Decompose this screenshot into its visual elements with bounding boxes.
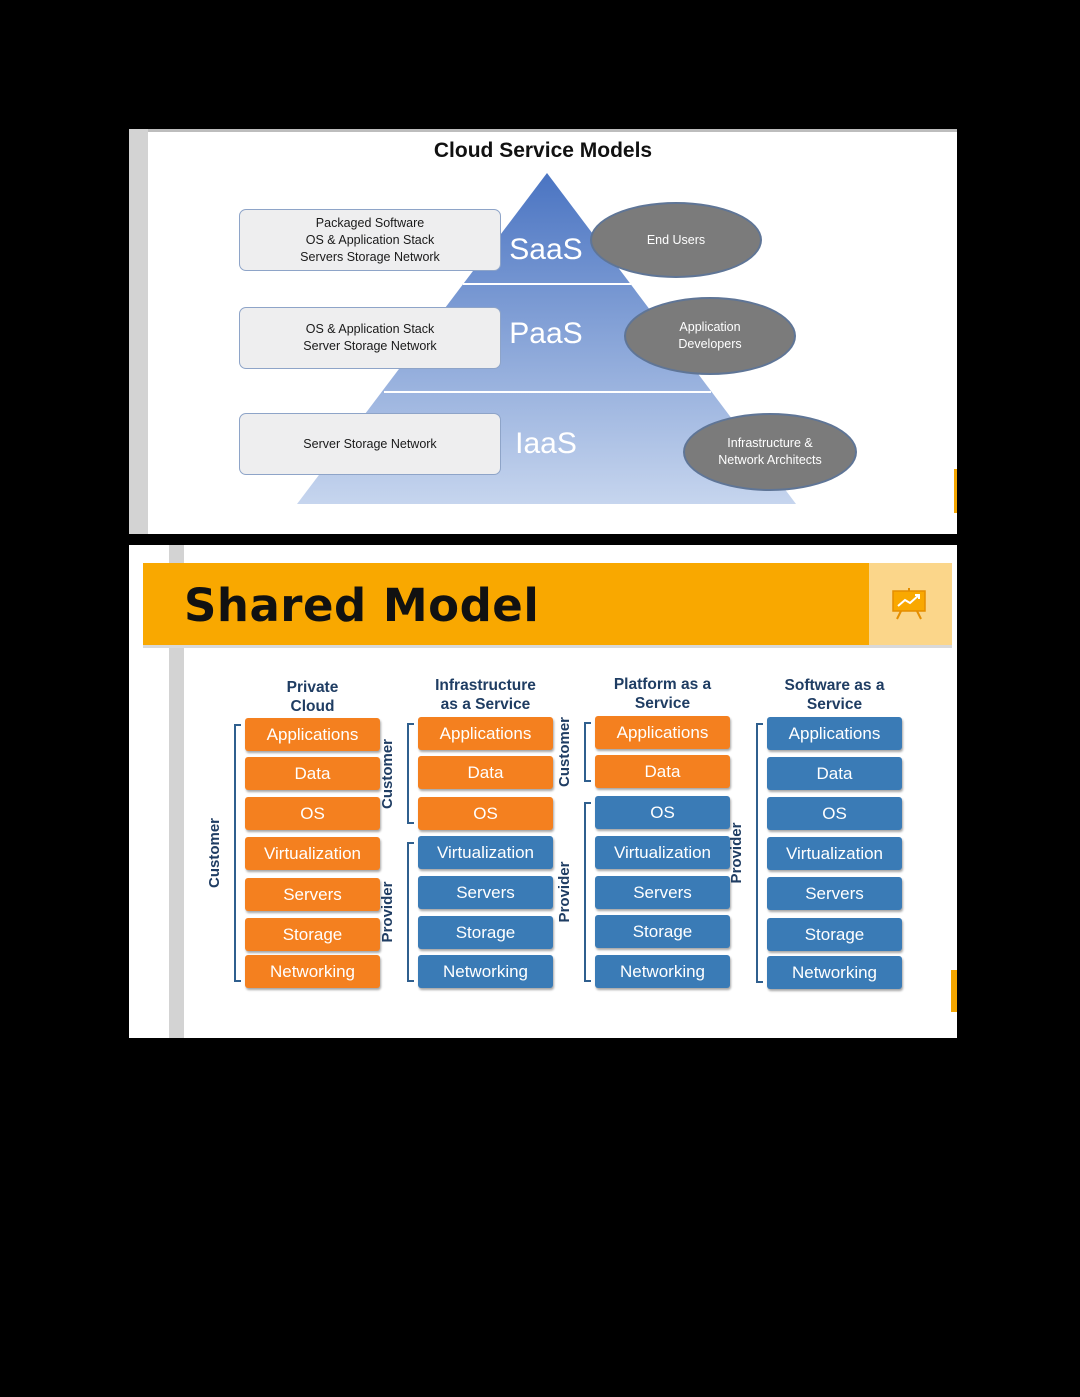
stack-layer-networking: Networking xyxy=(245,955,380,988)
stack-layer-applications: Applications xyxy=(245,718,380,751)
stack-layer-networking: Networking xyxy=(595,955,730,988)
paas-stack-line: OS & Application Stack xyxy=(305,322,435,336)
stack-layer-virtualization: Virtualization xyxy=(595,836,730,869)
iaas-stack-line: Server Storage Network xyxy=(303,436,437,451)
provider-bracket xyxy=(584,802,591,982)
iaas-label: IaaS xyxy=(515,427,577,460)
slide-edge-marker xyxy=(954,469,957,513)
stack-layer-servers: Servers xyxy=(245,878,380,911)
audience-line: Infrastructure & xyxy=(727,436,813,450)
slide-title: Shared Model xyxy=(184,579,540,632)
stack-layer-networking: Networking xyxy=(418,955,553,988)
presentation-chart-icon xyxy=(892,588,926,620)
column-header-line: Private xyxy=(286,679,339,696)
paas-label: PaaS xyxy=(509,317,583,350)
stack-layer-virtualization: Virtualization xyxy=(767,837,902,870)
column-header: Software as a Service xyxy=(755,676,915,714)
slide-side-bar xyxy=(129,129,148,534)
audience-line: End Users xyxy=(646,232,706,247)
provider-bracket xyxy=(756,723,763,983)
slide-title: Cloud Service Models xyxy=(433,139,653,162)
provider-label: Provider xyxy=(379,881,396,943)
column-header: Platform as a Service xyxy=(583,675,743,713)
stack-layer-os: OS xyxy=(418,797,553,830)
stack-layer-networking: Networking xyxy=(767,956,902,989)
provider-label: Provider xyxy=(728,822,745,884)
column-header-line: Cloud xyxy=(290,698,335,715)
customer-label: Customer xyxy=(206,818,223,889)
stack-layer-applications: Applications xyxy=(418,717,553,750)
stack-layer-data: Data xyxy=(418,756,553,789)
audience-line: Network Architects xyxy=(718,453,822,467)
iaas-stack-box: Server Storage Network xyxy=(239,413,501,475)
cloud-service-models-slide: Cloud Service Models Packaged Software O… xyxy=(129,129,957,534)
stack-layer-storage: Storage xyxy=(595,915,730,948)
paas-stack-line: Server Storage Network xyxy=(303,339,437,353)
stack-layer-virtualization: Virtualization xyxy=(245,837,380,870)
saas-stack-line: Packaged Software xyxy=(315,215,425,230)
provider-bracket xyxy=(407,842,414,982)
customer-bracket xyxy=(407,723,414,824)
stack-layer-data: Data xyxy=(767,757,902,790)
customer-bracket xyxy=(584,722,591,782)
saas-stack-line: OS & Application Stack xyxy=(305,232,435,247)
provider-label: Provider xyxy=(556,861,573,923)
stack-layer-data: Data xyxy=(245,757,380,790)
column-header-line: Platform as a xyxy=(613,676,712,693)
stack-layer-applications: Applications xyxy=(595,716,730,749)
saas-stack-box: Packaged Software OS & Application Stack… xyxy=(239,209,501,271)
stack-layer-storage: Storage xyxy=(245,918,380,951)
customer-label: Customer xyxy=(379,738,396,809)
saas-stack-line: Servers Storage Network xyxy=(300,249,440,264)
slide-side-bar xyxy=(169,545,184,1038)
slide-top-border xyxy=(129,129,957,132)
audience-line: Application xyxy=(679,320,741,334)
audience-line: Developers xyxy=(678,337,742,351)
stack-layer-os: OS xyxy=(245,797,380,830)
column-header-line: Infrastructure xyxy=(435,677,536,694)
slide-header-bar xyxy=(143,563,869,645)
stack-layer-storage: Storage xyxy=(767,918,902,951)
stack-layer-servers: Servers xyxy=(767,877,902,910)
slide-edge-marker xyxy=(951,970,957,1012)
column-header-line: as a Service xyxy=(440,696,531,713)
app-developers-ellipse: Application Developers xyxy=(624,297,796,375)
stack-layer-storage: Storage xyxy=(418,916,553,949)
slide-header-shadow xyxy=(143,645,952,648)
column-header: Infrastructure as a Service xyxy=(406,676,566,714)
stack-layer-servers: Servers xyxy=(595,876,730,909)
stack-layer-servers: Servers xyxy=(418,876,553,909)
stack-layer-applications: Applications xyxy=(767,717,902,750)
end-users-ellipse: End Users xyxy=(590,202,762,278)
stack-layer-os: OS xyxy=(767,797,902,830)
column-header-line: Service xyxy=(806,696,863,713)
paas-stack-box: OS & Application Stack Server Storage Ne… xyxy=(239,307,501,369)
saas-label: SaaS xyxy=(509,233,583,266)
column-header-line: Software as a xyxy=(784,677,885,694)
infra-architects-ellipse: Infrastructure & Network Architects xyxy=(683,413,857,491)
stack-layer-os: OS xyxy=(595,796,730,829)
stack-layer-virtualization: Virtualization xyxy=(418,836,553,869)
customer-bracket xyxy=(234,724,241,982)
column-header-line: Service xyxy=(634,695,691,712)
customer-label: Customer xyxy=(556,717,573,788)
stack-layer-data: Data xyxy=(595,755,730,788)
